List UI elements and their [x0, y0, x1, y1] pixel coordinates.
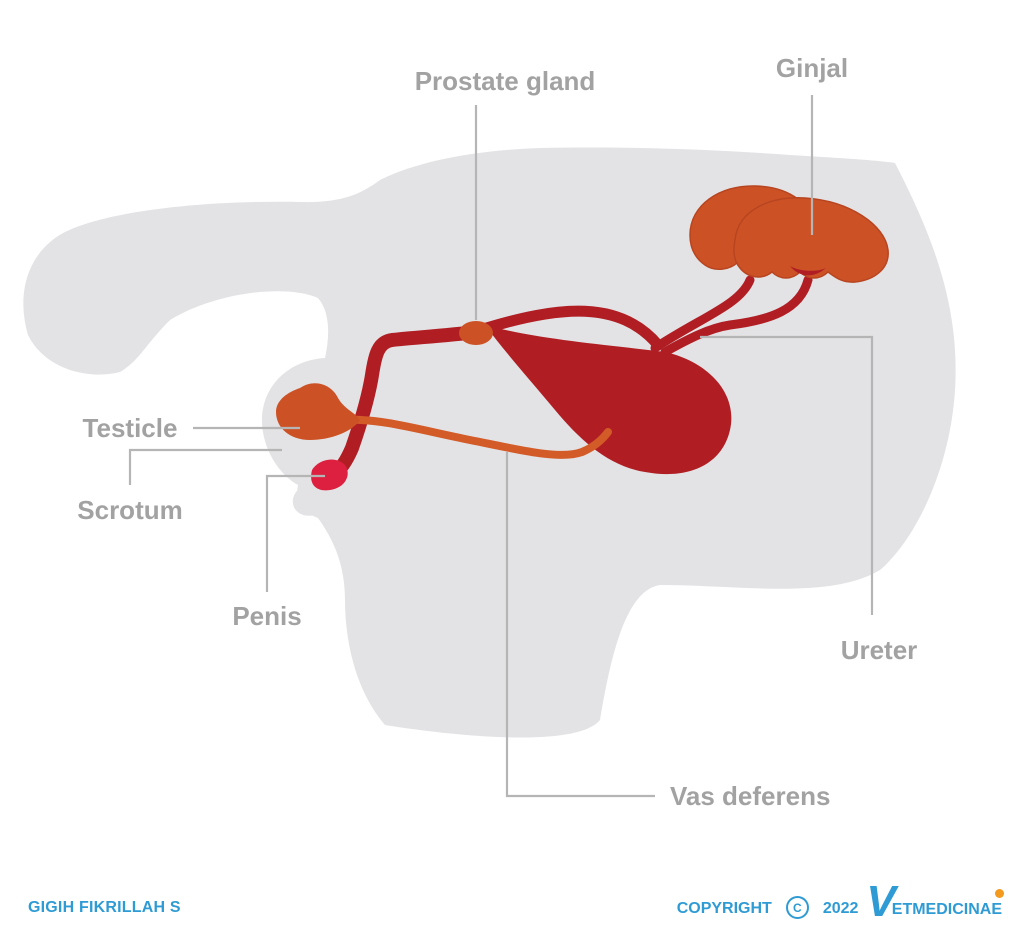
brand-initial: V [866, 876, 896, 926]
kidney-hilum [790, 266, 826, 276]
bladder [485, 325, 732, 475]
label-prostate-gland: Prostate gland [415, 66, 596, 96]
prostate-gland [459, 321, 493, 345]
label-scrotum: Scrotum [77, 495, 182, 525]
ureter-right [660, 275, 813, 357]
label-ureter: Ureter [841, 635, 918, 665]
ureter-left [650, 275, 755, 353]
brand-dot-icon [995, 888, 1004, 898]
kidney-front [733, 197, 889, 283]
penis [311, 459, 348, 491]
testicle [276, 383, 360, 440]
copyright-year: 2022 [822, 900, 859, 917]
brand-logo: V ETMEDICINAE [866, 876, 1004, 926]
author-credit: GIGIH FIKRILLAH S [28, 899, 181, 916]
brand-name: ETMEDICINAE [891, 901, 1002, 918]
label-ginjal: Ginjal [776, 53, 848, 83]
label-testicle: Testicle [83, 413, 178, 443]
label-penis: Penis [232, 601, 301, 631]
label-vas-deferens: Vas deferens [670, 781, 830, 811]
scrotum-lobe [292, 488, 316, 516]
copyright-block: COPYRIGHT C 2022 V ETMEDICINAE [676, 876, 1004, 926]
urethra [327, 325, 485, 481]
copyright-text: COPYRIGHT [676, 900, 772, 917]
vas-deferens [341, 415, 612, 459]
leader-lines [128, 95, 874, 798]
upper-urinary-tube [474, 305, 664, 351]
copyright-symbol-icon: C [785, 896, 809, 919]
